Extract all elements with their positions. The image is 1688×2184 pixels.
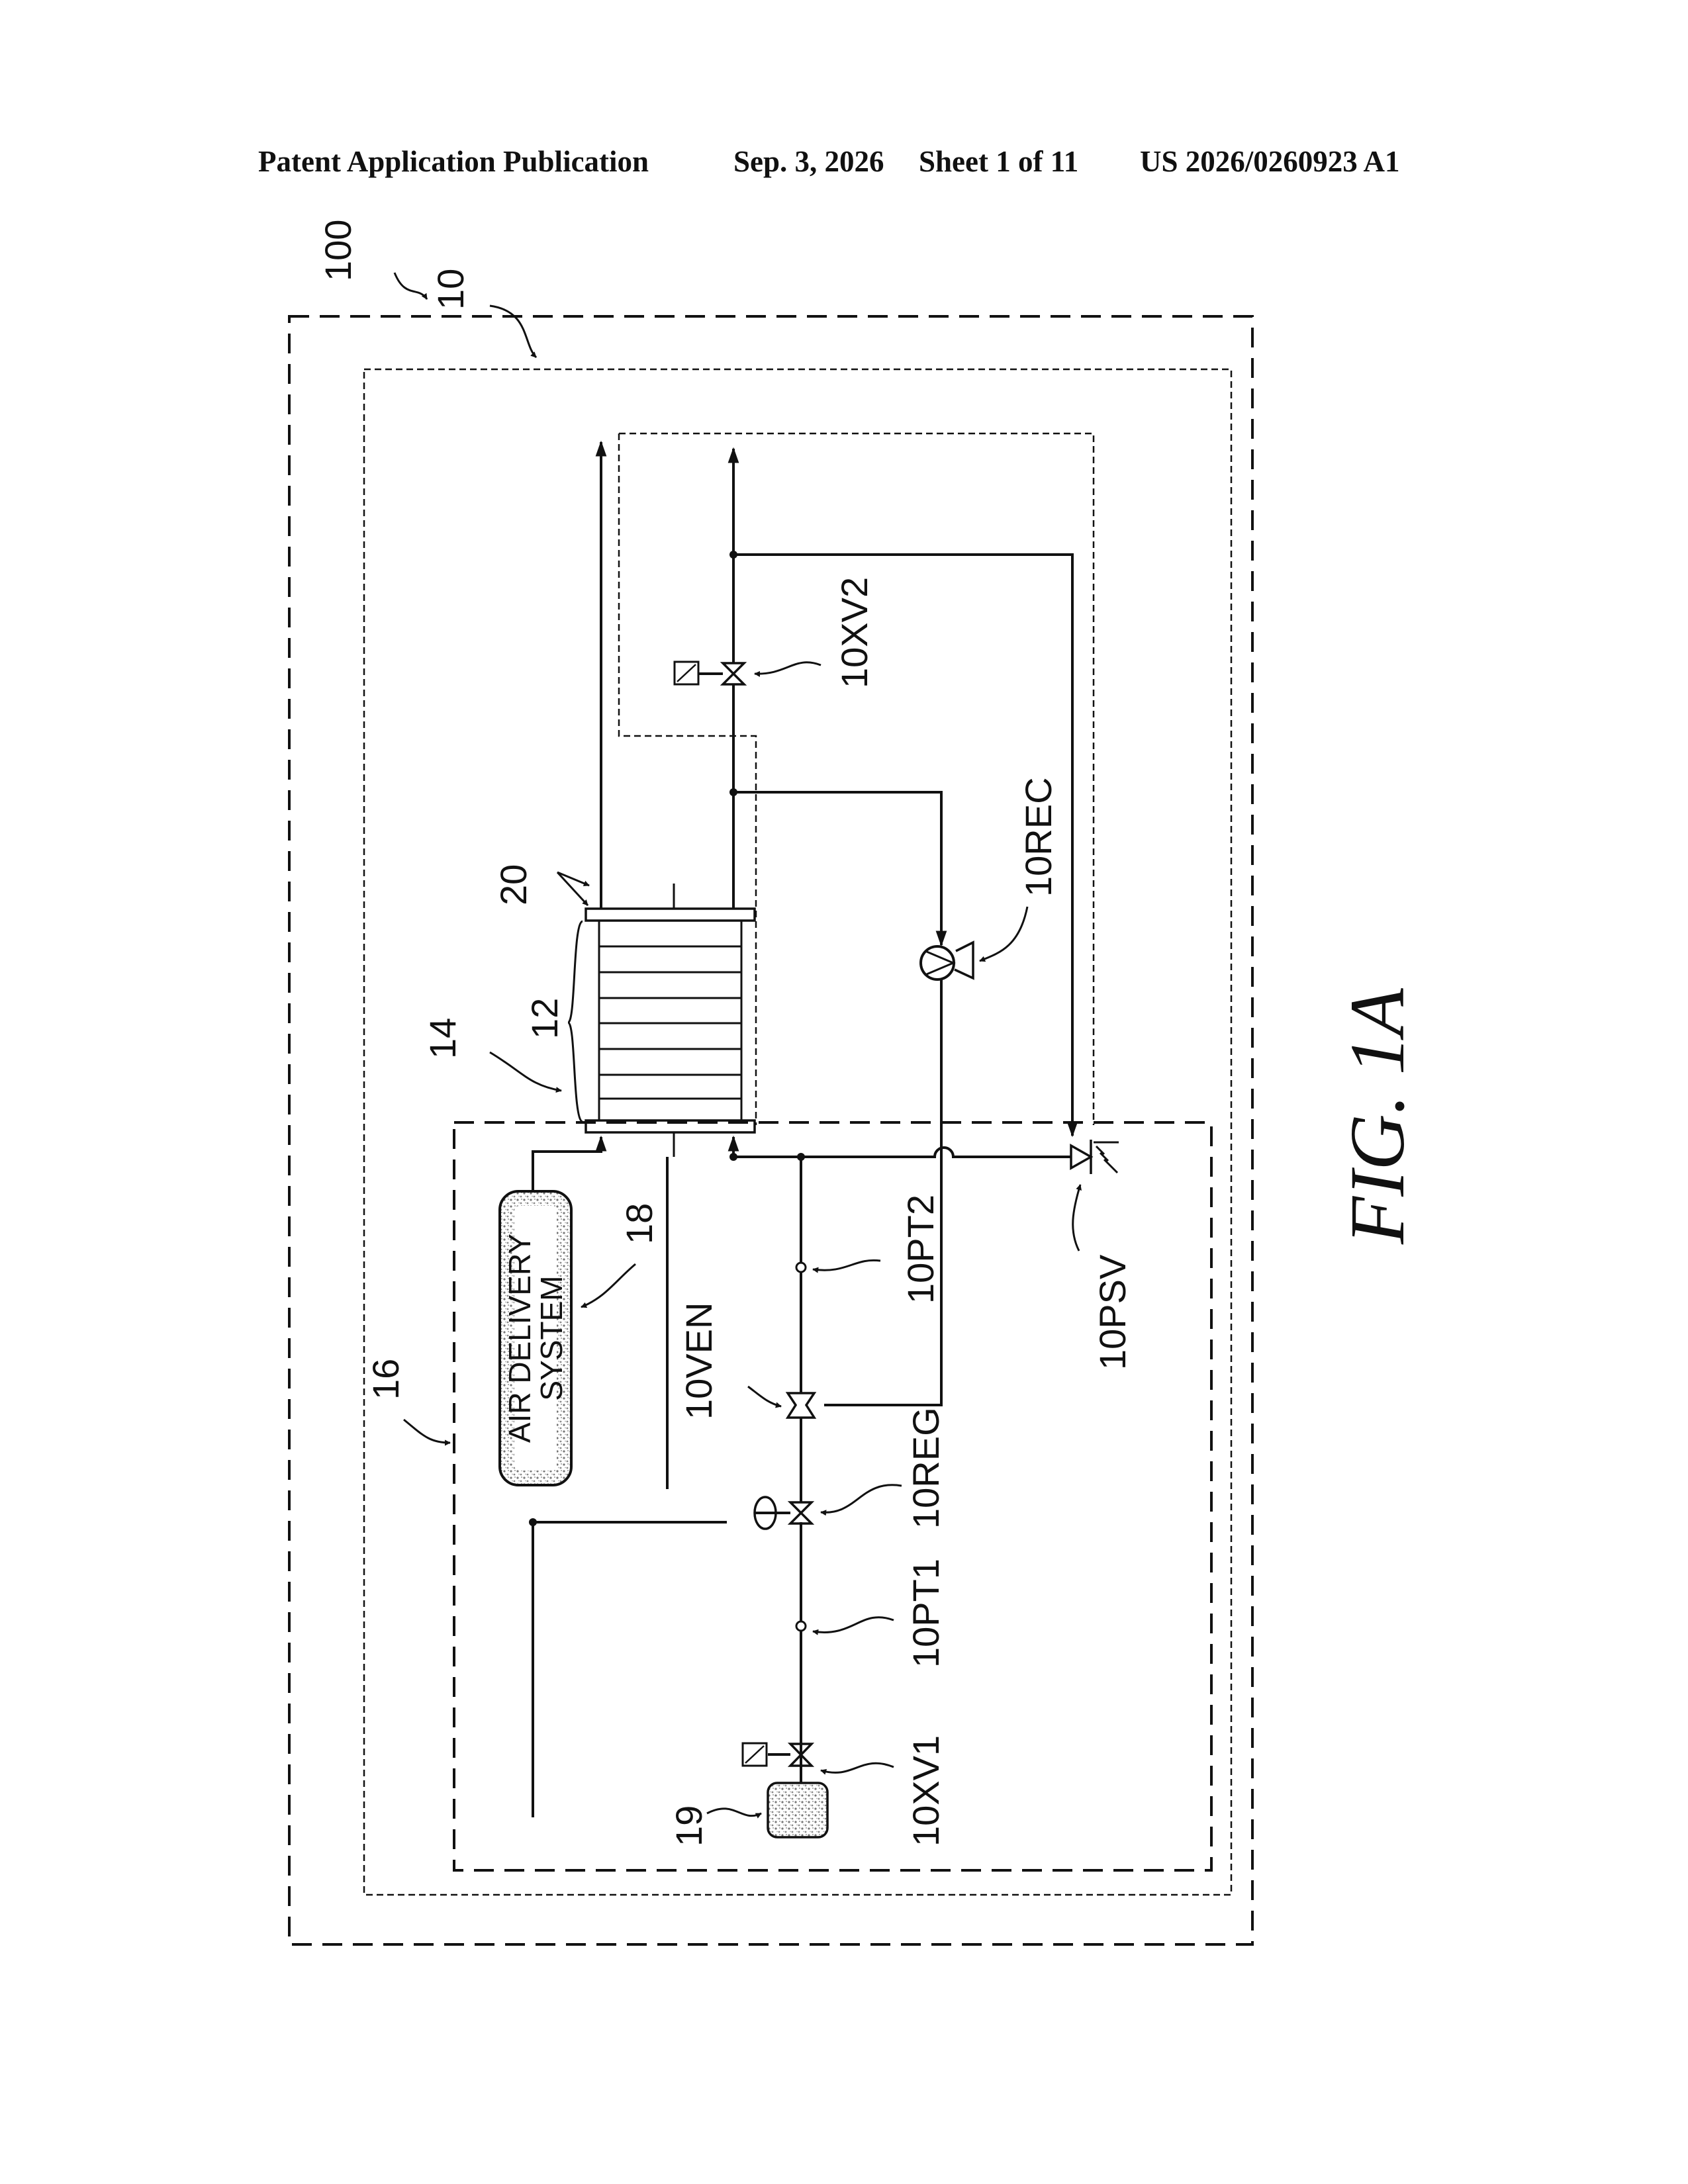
- ref-10xv1: 10XV1: [905, 1735, 947, 1846]
- leader-10pt1: [813, 1617, 894, 1633]
- ref-19: 19: [668, 1805, 710, 1846]
- sensor-10pt2: [796, 1263, 806, 1272]
- air-delivery-system: AIR DELIVERY SYSTEM: [500, 1191, 571, 1485]
- leader-12: [568, 921, 583, 1122]
- leader-10psv: [1073, 1185, 1080, 1251]
- figure-caption: FIG. 1A: [1334, 987, 1421, 1245]
- leader-18: [581, 1264, 635, 1307]
- leader-10reg: [821, 1485, 902, 1513]
- pressure-safety-valve-10psv: [1056, 1140, 1119, 1174]
- air-feed-line: [533, 1137, 601, 1197]
- ref-10ven: 10VEN: [678, 1302, 720, 1420]
- ref-10pt2: 10PT2: [900, 1195, 941, 1304]
- ref-10xv2: 10XV2: [833, 577, 875, 688]
- ref-12: 12: [524, 998, 565, 1039]
- leader-16: [404, 1420, 450, 1443]
- pump-to-ejector-line: [824, 979, 941, 1405]
- air-to-regulator-line: [533, 1522, 727, 1817]
- fuel-cell-stack: [586, 884, 755, 1157]
- recirculation-line: [733, 792, 941, 945]
- leader-10pt2: [813, 1260, 880, 1270]
- valve-10xv2: [675, 662, 744, 684]
- leader-100: [395, 273, 427, 299]
- ref-10reg: 10REG: [905, 1407, 947, 1529]
- ref-10psv: 10PSV: [1092, 1254, 1133, 1370]
- ref-16: 16: [365, 1359, 406, 1400]
- regulator-10reg: [755, 1497, 812, 1529]
- leader-20b: [557, 872, 588, 905]
- ejector-10ven: [788, 1393, 814, 1418]
- leader-19: [707, 1809, 761, 1816]
- leader-10rec: [980, 907, 1027, 961]
- air-delivery-label-line2: SYSTEM: [534, 1275, 569, 1400]
- ref-10rec: 10REC: [1017, 777, 1059, 897]
- ref-14: 14: [422, 1018, 463, 1059]
- ref-10pt1: 10PT1: [905, 1559, 947, 1668]
- air-delivery-label-line1: AIR DELIVERY: [502, 1234, 537, 1443]
- leader-10xv2: [755, 662, 821, 674]
- hydrogen-tank-19: [768, 1783, 827, 1837]
- anode-supply-header: [733, 1148, 1056, 1157]
- ref-20: 20: [492, 864, 534, 905]
- ref-10: 10: [430, 269, 471, 310]
- leader-14: [490, 1052, 561, 1091]
- ref-100: 100: [317, 220, 359, 281]
- leader-10ven: [748, 1387, 781, 1406]
- system-10-boundary: [364, 369, 1231, 1895]
- sensor-10pt1: [796, 1621, 806, 1631]
- leader-10: [490, 306, 536, 357]
- recirculation-pump-10rec: [921, 942, 973, 979]
- ref-18: 18: [618, 1203, 660, 1244]
- system-100-boundary: [289, 316, 1252, 1944]
- end-plate-right: [586, 909, 755, 921]
- leader-10xv1: [821, 1763, 894, 1772]
